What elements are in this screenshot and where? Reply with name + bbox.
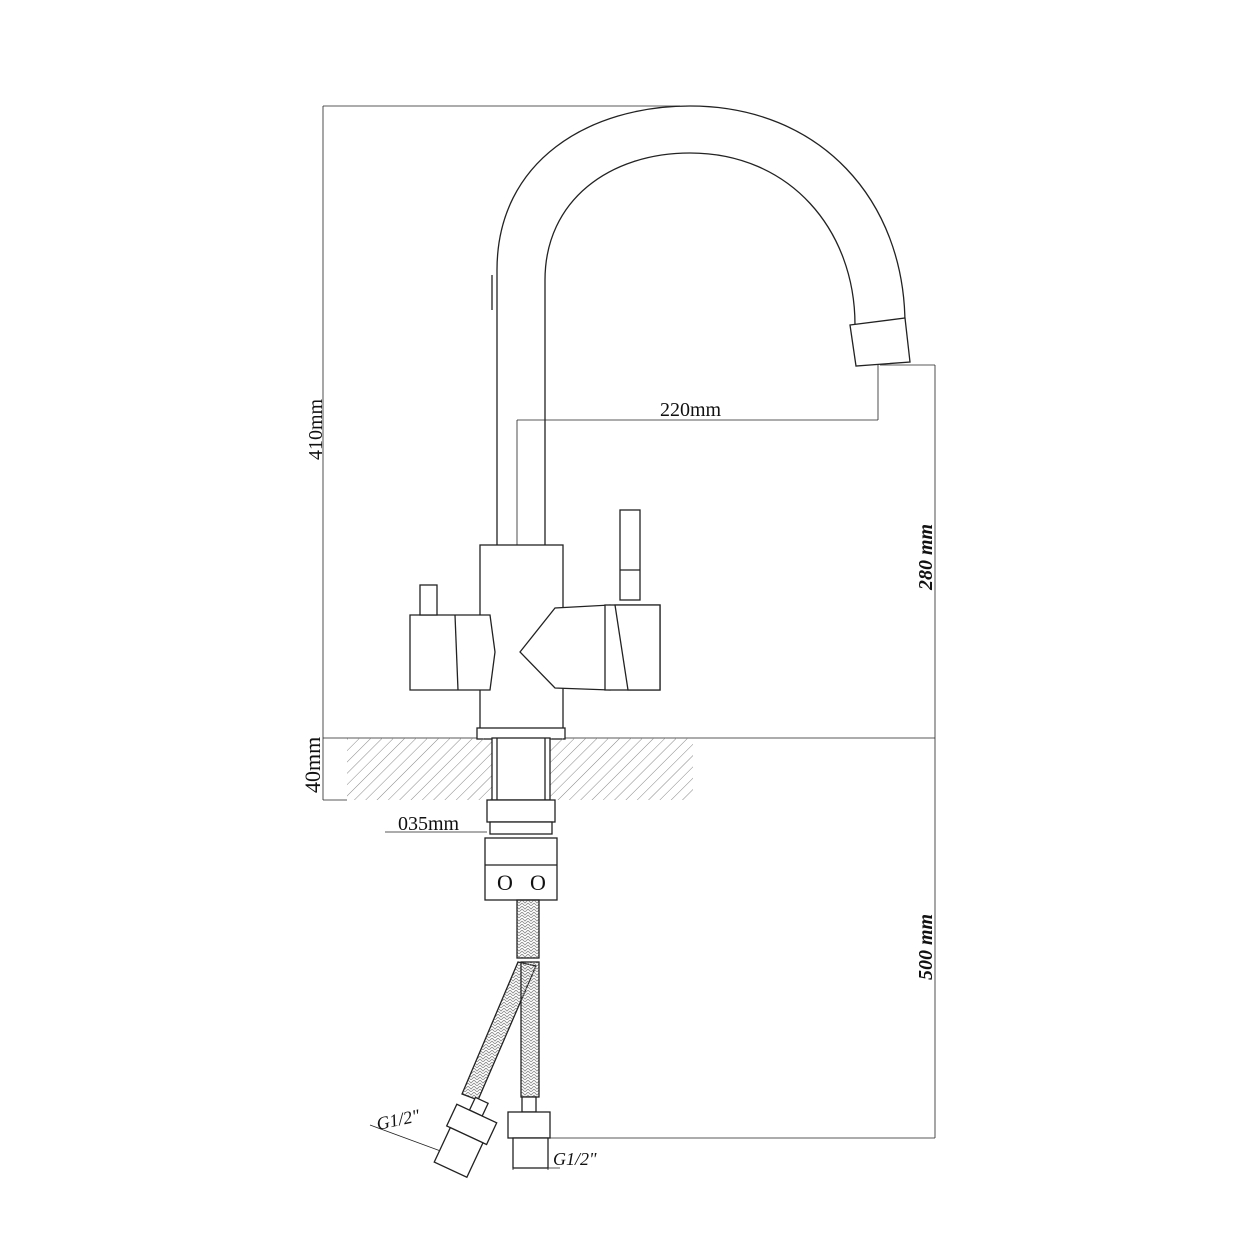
nut-marking: O [497,870,513,895]
hose-length-label: 500 mm [915,914,937,980]
counter-thickness-label: 40mm [300,737,325,793]
spout-height-label: 280 mm [915,524,937,591]
spout [491,105,911,545]
reach-label: 220mm [660,399,722,421]
mounting-shank [484,799,558,959]
supply-hoses [433,961,551,1179]
countertop-section [347,737,693,801]
faucet-body [409,509,661,740]
height-total-label: 410mm [305,398,327,460]
hole-diameter-label: 035mm [398,813,460,835]
right-thread-label: G1/2" [553,1149,597,1169]
aerator [849,317,911,367]
nut-marking: O [530,870,546,895]
left-thread-label: G1/2" [375,1105,422,1134]
